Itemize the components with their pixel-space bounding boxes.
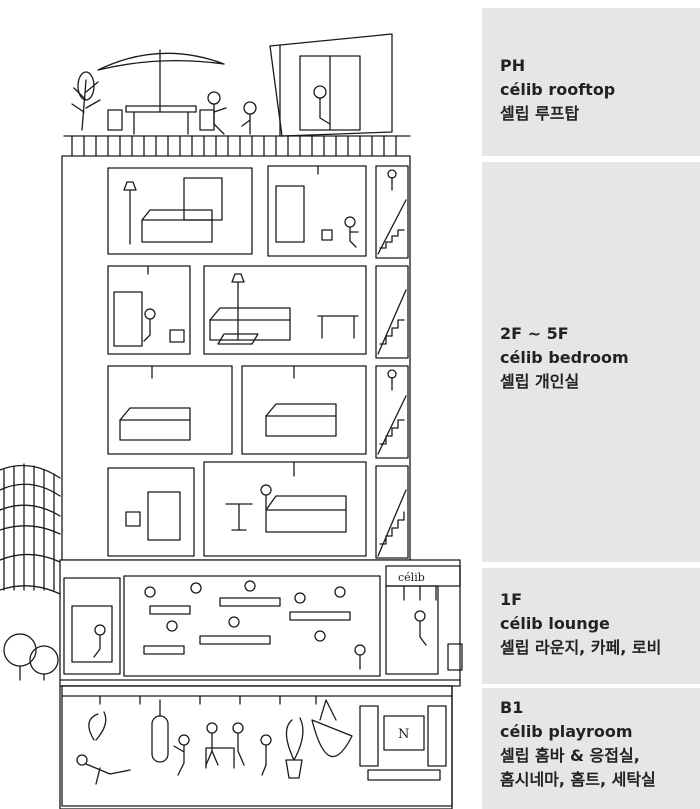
lounge-floor-illustration: célib <box>63 565 463 677</box>
floor-label-panel-bedroom: 2F ~ 5F célib bedroom 셀립 개인실 <box>482 162 700 562</box>
building-cutaway-illustration: célib N <box>0 33 463 809</box>
cafe-sign-text: célib <box>398 571 425 584</box>
floor-label-panel-penthouse: PH célib rooftop 셀립 루프탑 <box>482 8 700 156</box>
floor-code: PH <box>500 56 526 75</box>
floor-name-ko: 셀립 루프탑 <box>500 104 580 123</box>
floor-name-en: célib playroom <box>500 722 633 741</box>
floor-code: 2F ~ 5F <box>500 324 569 343</box>
floor-code: 1F <box>500 590 523 609</box>
neighborhood-rooftops <box>0 463 61 681</box>
bedroom-floors-illustration <box>107 165 409 559</box>
building-shell <box>59 155 461 809</box>
floor-name-ko: 셀립 홈바 & 응접실, <box>500 746 640 765</box>
floor-name-ko: 셀립 개인실 <box>500 372 580 391</box>
floor-label-panel-playroom: B1 célib playroom 셀립 홈바 & 응접실, 홈시네마, 홈트,… <box>482 688 700 809</box>
floor-name-en: célib lounge <box>500 614 610 633</box>
floor-code: B1 <box>500 698 524 717</box>
svg-text:N: N <box>398 727 409 742</box>
rooftop-illustration <box>63 33 411 157</box>
playroom-floor-illustration: N <box>61 685 453 807</box>
floor-label-panel-lounge: 1F célib lounge 셀립 라운지, 카페, 로비 <box>482 568 700 684</box>
floor-name-ko: 셀립 라운지, 카페, 로비 <box>500 638 662 657</box>
floor-name-en: célib rooftop <box>500 80 616 99</box>
floor-name-ko: 홈시네마, 홈트, 세탁실 <box>500 770 656 789</box>
floor-name-en: célib bedroom <box>500 348 629 367</box>
